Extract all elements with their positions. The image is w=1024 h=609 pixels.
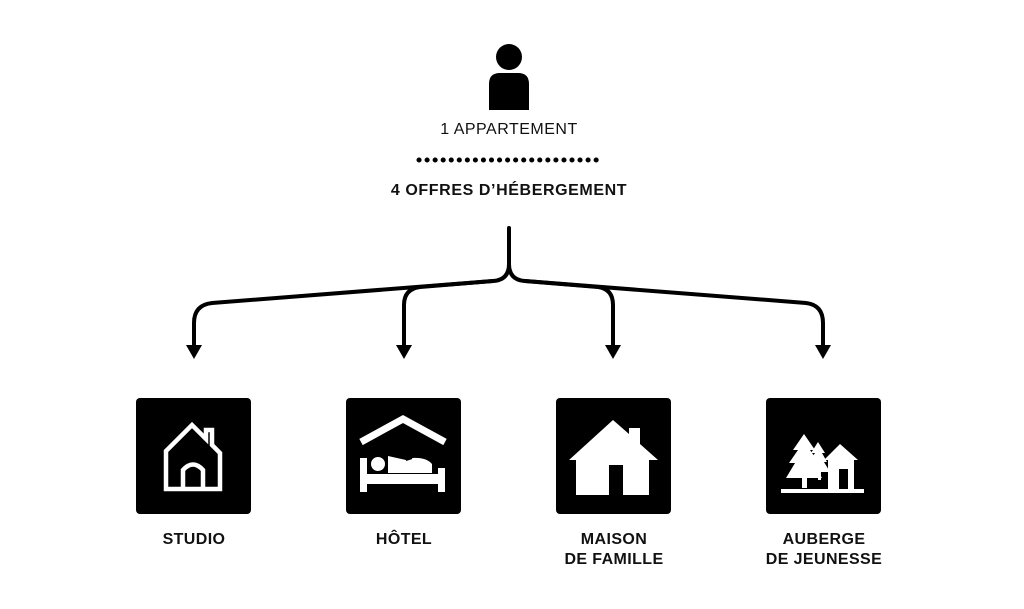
hotel-bed-icon	[359, 415, 447, 492]
category-label-family-house: MAISON DE FAMILLE	[564, 531, 664, 568]
arrow-head	[186, 345, 202, 359]
offers-count-label: 4 OFFRES D’HÉBERGEMENT	[390, 182, 628, 199]
category-label-hotel: HÔTEL	[375, 531, 433, 548]
arrow-head	[605, 345, 621, 359]
apartment-count-label: 1 APPARTEMENT	[440, 121, 578, 138]
studio-tile	[136, 398, 251, 514]
arrow-head	[815, 345, 831, 359]
house-solid-icon	[569, 420, 658, 495]
family-house-tile	[556, 398, 671, 514]
category-label-youth-hostel: AUBERGE DE JEUNESSE	[765, 531, 883, 568]
hotel-tile	[346, 398, 461, 514]
arrow-head	[396, 345, 412, 359]
dotted-separator	[416, 157, 600, 163]
house-outline-icon	[163, 421, 223, 492]
category-label-studio: STUDIO	[162, 531, 226, 548]
youth-hostel-tile	[766, 398, 881, 514]
person-icon	[489, 44, 529, 110]
trees-cabin-icon	[781, 434, 864, 493]
